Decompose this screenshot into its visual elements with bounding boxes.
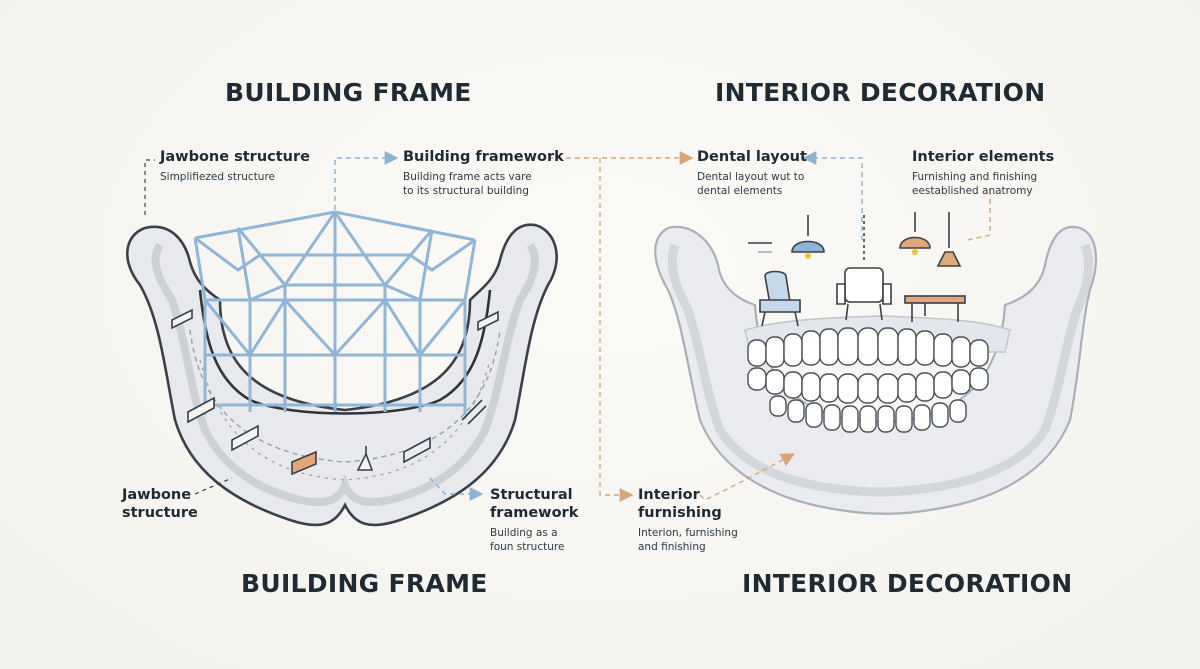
label-subtext: Interion, furnishing and finishing xyxy=(638,526,738,554)
subtext-line: to its structural building xyxy=(403,185,529,197)
subtext-line: dental elements xyxy=(697,185,783,197)
label-subtext: Dental layout wut to dental elements xyxy=(697,170,807,198)
label-interior-furnishing: Interior furnishing Interion, furnishing… xyxy=(638,486,738,554)
label-structural-framework: Structural framework Building as a foun … xyxy=(490,486,578,554)
label-heading: Interior elements xyxy=(912,149,1055,165)
heading-line: furnishing xyxy=(638,505,722,521)
subtext-line: Building frame acts vare xyxy=(403,171,532,183)
subtext-line: Dental layout wut to xyxy=(697,171,805,183)
label-subtext: Building frame acts vare to its structur… xyxy=(403,170,564,198)
left-jawbone xyxy=(125,223,558,527)
armchair-icon xyxy=(759,215,892,327)
label-subtext: Furnishing and finishing eestablished an… xyxy=(912,170,1054,198)
label-dental-layout: Dental layout Dental layout wut to denta… xyxy=(697,148,807,198)
subtext-line: eestablished anatromy xyxy=(912,185,1033,197)
left-title-bottom: BUILDING FRAME xyxy=(241,569,488,598)
right-title-top: INTERIOR DECORATION xyxy=(715,78,1046,107)
subtext-line: Interion, furnishing xyxy=(638,527,738,539)
teeth xyxy=(744,315,1011,433)
label-heading: Jawbone structure xyxy=(122,486,198,522)
subtext-line: Furnishing and finishing xyxy=(912,171,1038,183)
label-subtext: Simplifiezed structure xyxy=(160,171,276,183)
heading-line: Jawbone xyxy=(122,487,192,503)
heading-line: framework xyxy=(490,505,579,521)
label-interior-elements: Interior elements Furnishing and finishi… xyxy=(912,148,1054,198)
label-building-framework: Building framework Building frame acts v… xyxy=(403,148,564,198)
building-frame xyxy=(193,210,477,415)
subtext-line: and finishing xyxy=(638,541,706,553)
left-title-top: BUILDING FRAME xyxy=(225,78,472,107)
label-heading: Building framework xyxy=(403,149,564,165)
label-heading: Jawbone structure xyxy=(160,149,310,165)
label-heading: Interior furnishing xyxy=(638,486,738,522)
heading-line: structure xyxy=(122,505,198,521)
subtext-line: Building as a xyxy=(490,527,558,539)
heading-line: Interior xyxy=(638,487,700,503)
steel-beam-icon xyxy=(171,308,499,476)
label-jawbone-structure-top: Jawbone structure Simplifiezed structure xyxy=(160,148,310,184)
subtext-line: foun structure xyxy=(490,541,565,553)
label-heading: Structural framework xyxy=(490,486,578,522)
label-subtext: Building as a foun structure xyxy=(490,526,578,554)
label-jawbone-structure-bottom: Jawbone structure xyxy=(122,486,198,522)
right-title-bottom: INTERIOR DECORATION xyxy=(742,569,1073,598)
table-icon xyxy=(904,295,966,322)
heading-line: Structural xyxy=(490,487,573,503)
pendant-lamp-icon xyxy=(748,212,962,267)
label-heading: Dental layout xyxy=(697,149,807,165)
